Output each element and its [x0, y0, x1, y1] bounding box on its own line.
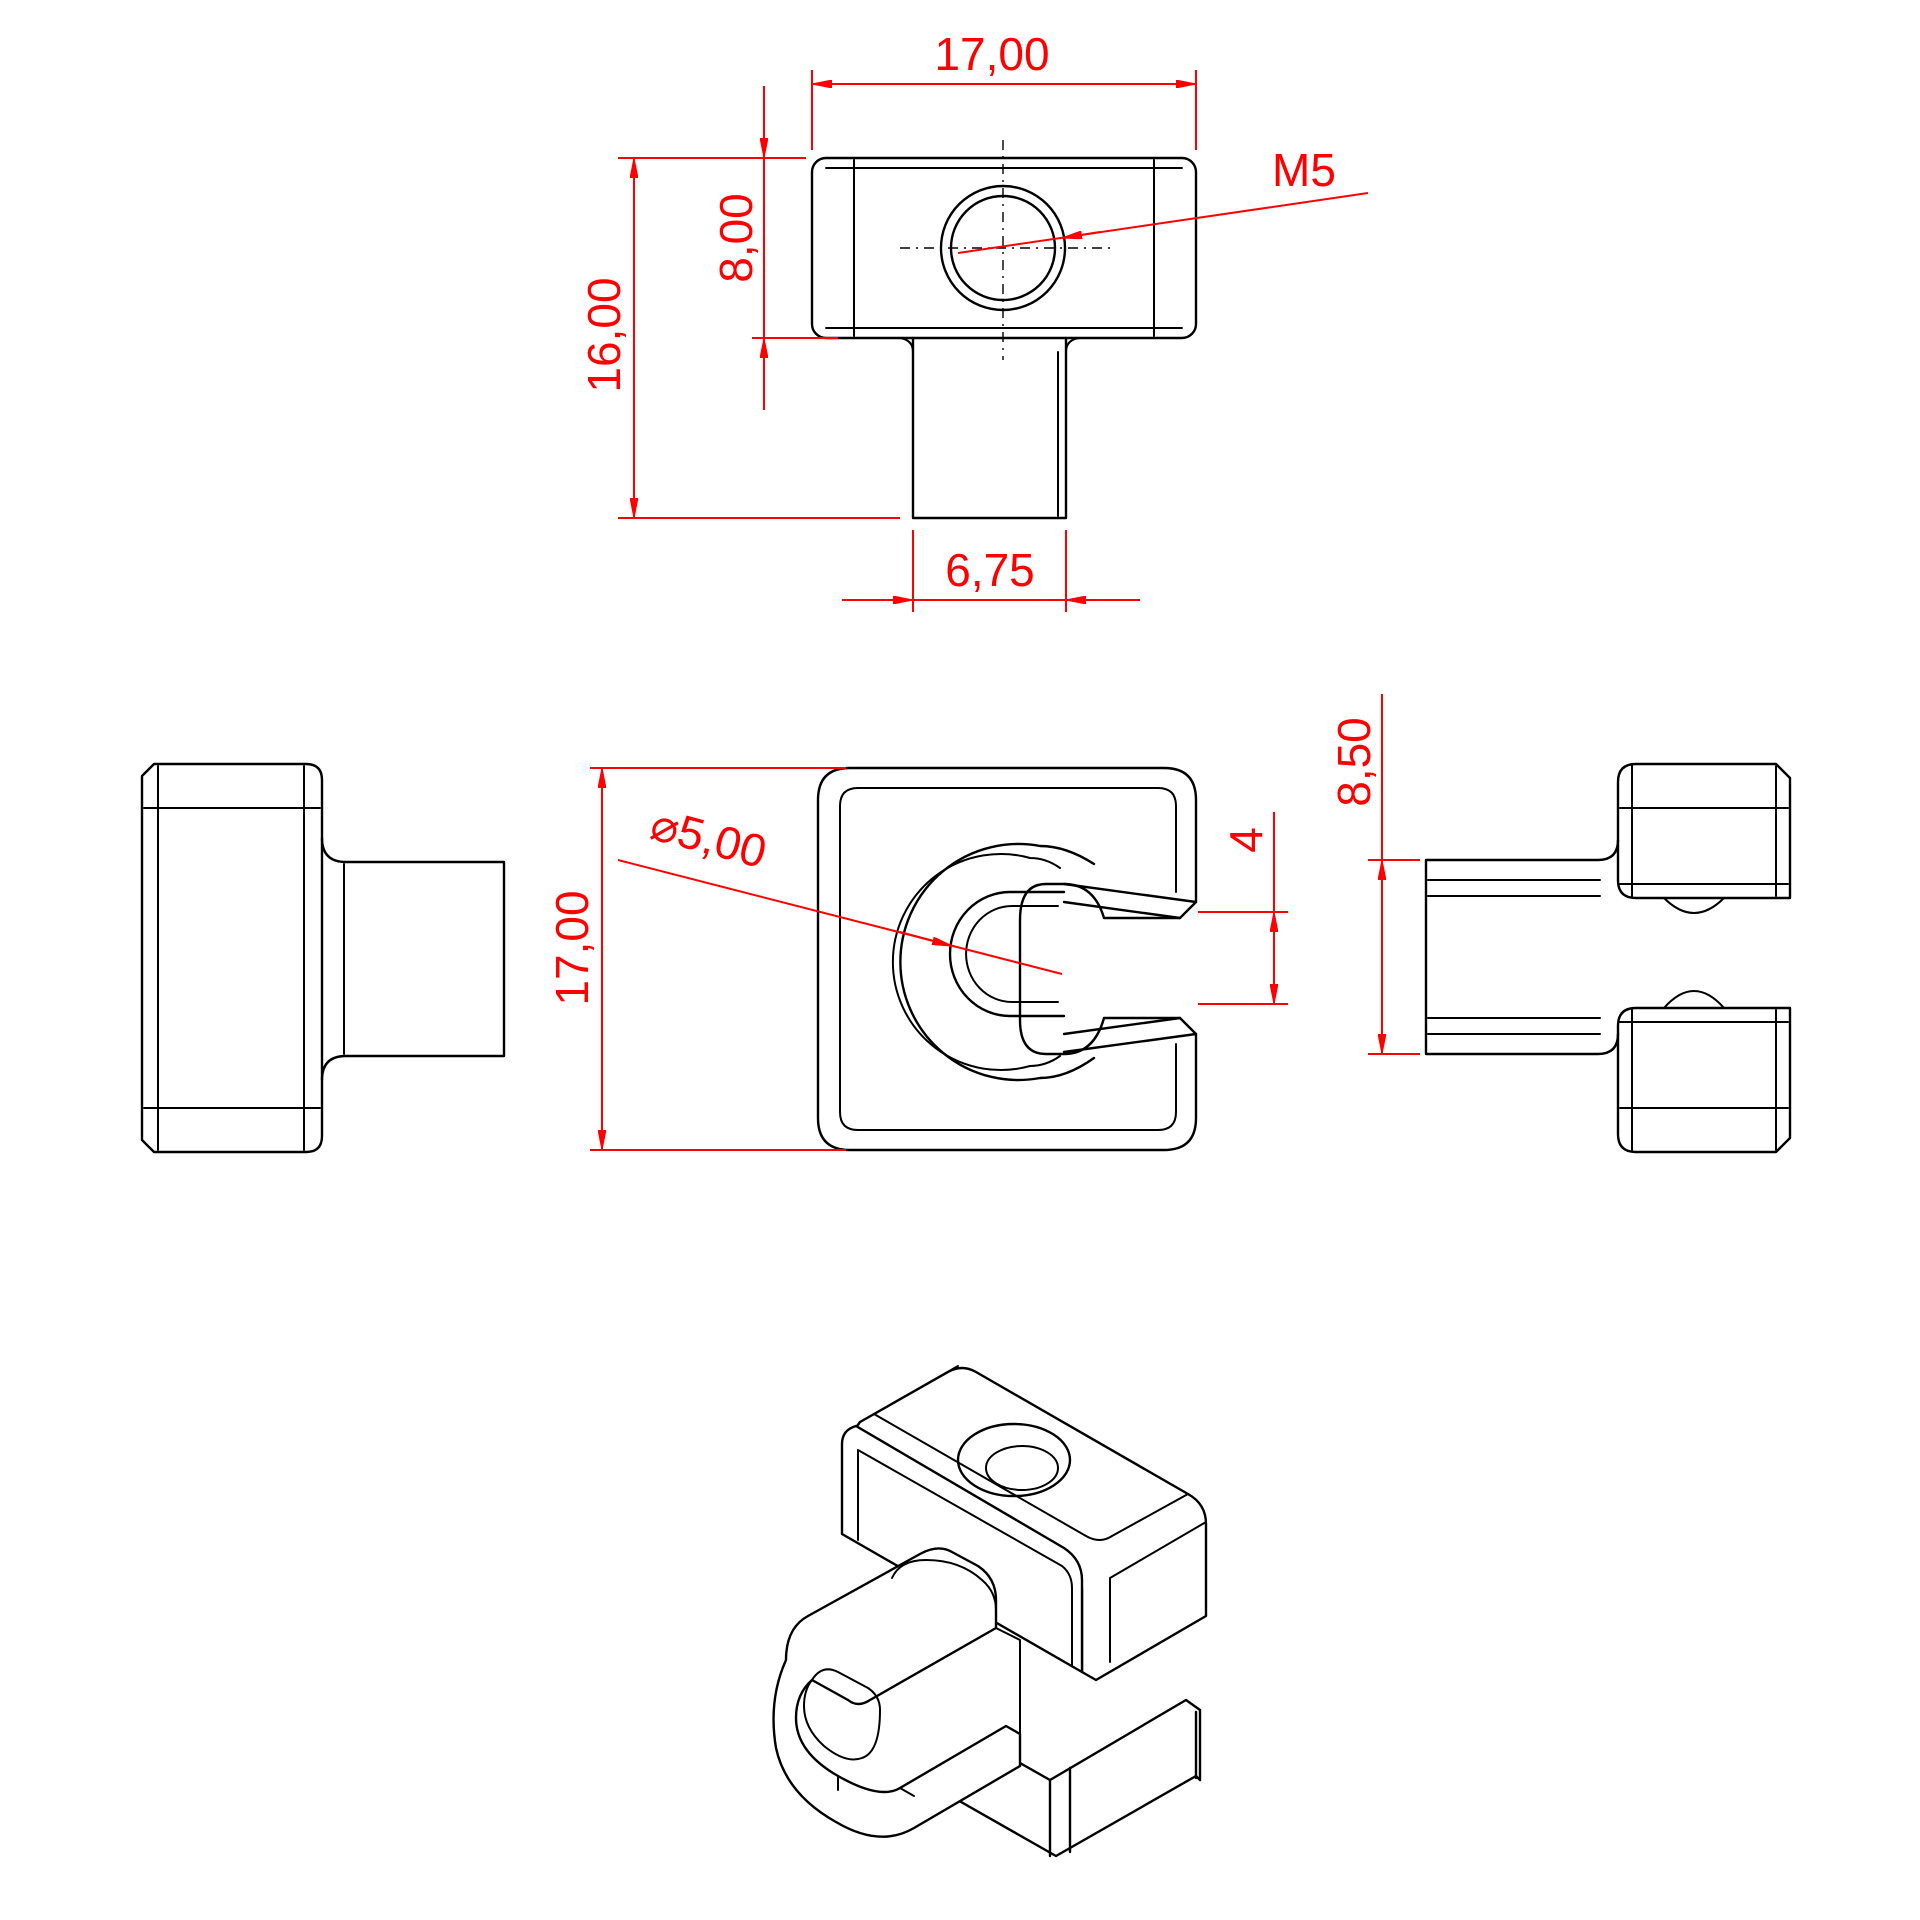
right-view-upper-block: [1616, 762, 1792, 900]
dim-head-height-label: 8,00: [710, 193, 762, 283]
left-view-stem: [320, 836, 506, 1082]
slot-outer-arc: [899, 842, 1096, 1082]
iso-hook-edge: [837, 1627, 1021, 1797]
dim-half-height-label: 8,50: [1328, 717, 1380, 807]
slot-upper-edge: [1062, 882, 1198, 920]
front-view-outline: [816, 766, 1198, 1152]
iso-lower-jaw-front: [1048, 1710, 1198, 1858]
top-view-dimensions: 17,00 16,00 8,00 6,75 M5: [578, 28, 1369, 612]
iso-head-side-edge: [1109, 1521, 1207, 1663]
front-view-dimensions: 17,00 ⌀5,00 4: [546, 767, 1288, 1151]
slot-lower-edge: [1062, 1016, 1198, 1054]
slot-inner-arc: [891, 853, 1061, 1071]
hole-profile: [948, 890, 1066, 1018]
iso-counterbore-inner: [985, 1445, 1059, 1491]
front-view: [816, 766, 1198, 1152]
isometric-view: [772, 1365, 1208, 1858]
thread-leader-arrow: [1062, 232, 1101, 238]
top-view-stem-fillet: [899, 337, 1080, 353]
iso-hook-outer: [772, 1547, 1022, 1838]
hole-diameter-leader: [617, 859, 1063, 975]
dim-top-width-label: 17,00: [934, 28, 1049, 80]
svg-text:⌀5,00: ⌀5,00: [645, 797, 772, 878]
right-view-stem: [1424, 838, 1620, 1056]
left-side-view: [140, 762, 506, 1154]
top-view-head: [810, 156, 1198, 340]
dim-top-height-label: 16,00: [578, 277, 630, 392]
iso-head-left-face: [840, 1424, 1084, 1674]
iso-hook-inner: [803, 1668, 881, 1761]
right-view-hole-hidden-top: [1663, 897, 1725, 914]
iso-head-left-face-edge: [857, 1449, 1073, 1667]
iso-stem-boss: [891, 1559, 997, 1611]
dim-front-height-label: 17,00: [546, 890, 598, 1005]
right-view-hole-hidden-bottom: [1663, 990, 1725, 1009]
dim-stem-width-label: 6,75: [945, 544, 1035, 596]
dim-slot-label: 4: [1220, 827, 1272, 853]
right-view-dimensions: 8,50: [1328, 694, 1420, 1055]
thread-label: M5: [1272, 144, 1336, 196]
top-view-stem: [911, 336, 1068, 520]
iso-counterbore-outer: [956, 1422, 1072, 1498]
hole-diameter-value: 5,00: [672, 805, 772, 878]
left-view-head: [140, 762, 324, 1154]
top-view: [810, 140, 1198, 520]
thread-leader: [957, 192, 1369, 254]
hole-diameter-label: ⌀5,00: [645, 797, 772, 878]
hole-profile-inner: [965, 905, 1059, 1003]
iso-head-top-edge: [873, 1365, 1189, 1541]
front-view-inner-border: [839, 787, 1177, 1131]
hole-diameter-arrow: [899, 931, 953, 947]
right-view-lower-block: [1616, 1006, 1792, 1154]
right-side-view: [1424, 762, 1792, 1154]
